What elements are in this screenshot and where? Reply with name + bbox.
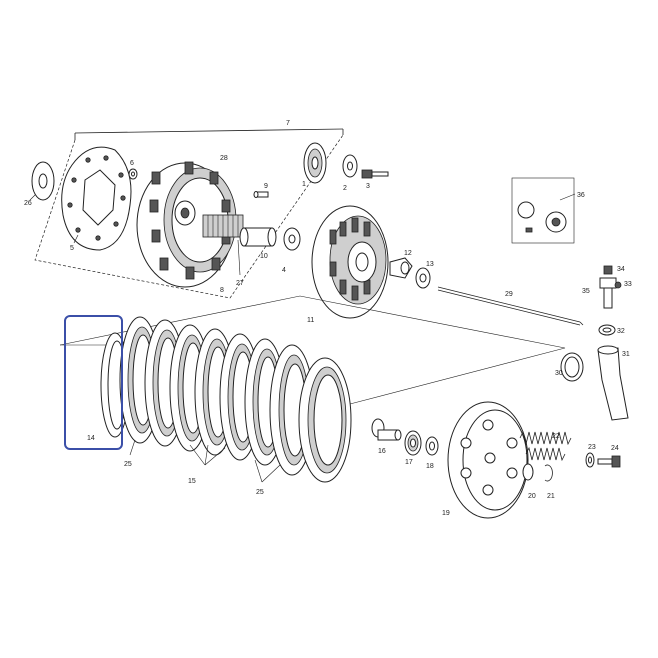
part-12-cap[interactable] <box>389 257 413 279</box>
part-17-bearing[interactable] <box>404 430 422 456</box>
label-36: 36 <box>577 192 585 199</box>
part-21-circlip[interactable] <box>544 464 553 482</box>
part-36-seal-kit[interactable] <box>511 177 576 244</box>
label-13: 13 <box>426 261 434 268</box>
label-25-left: 25 <box>124 461 132 468</box>
label-24: 24 <box>611 445 619 452</box>
label-28: 28 <box>220 155 228 162</box>
plate-stack-outline <box>59 295 566 405</box>
label-11: 11 <box>307 317 314 324</box>
label-7: 7 <box>286 120 290 127</box>
label-25-right: 25 <box>256 489 264 496</box>
part-10-bushing[interactable] <box>239 227 277 247</box>
label-19: 19 <box>442 510 450 517</box>
label-17: 17 <box>405 459 413 466</box>
part-number-labels: 7 26 5 6 28 9 10 4 27 8 1 2 3 11 12 13 2… <box>24 120 632 517</box>
part-30-seal[interactable] <box>560 352 584 382</box>
part-24-bolt[interactable] <box>597 455 621 468</box>
label-27: 27 <box>236 280 244 287</box>
label-33: 33 <box>624 281 632 288</box>
part-9-pin[interactable] <box>253 191 269 198</box>
part-18-washer[interactable] <box>425 436 439 456</box>
part-20-circlip[interactable] <box>522 463 534 481</box>
label-26: 26 <box>24 200 32 207</box>
part-2-washer[interactable] <box>342 154 358 178</box>
part-29-push-rod[interactable] <box>437 286 584 326</box>
part-31-release-lever[interactable] <box>597 345 629 421</box>
label-29: 29 <box>505 291 513 298</box>
label-6: 6 <box>130 160 134 167</box>
label-20: 20 <box>528 493 536 500</box>
label-10: 10 <box>260 253 268 260</box>
part-3-bolt[interactable] <box>361 169 389 179</box>
label-22: 22 <box>552 433 560 440</box>
plate-leader-lines <box>129 439 281 483</box>
part-35-release-assembly[interactable] <box>599 265 622 309</box>
label-30: 30 <box>555 370 563 377</box>
label-4: 4 <box>282 267 286 274</box>
part-13-washer[interactable] <box>415 267 431 289</box>
label-18: 18 <box>426 463 434 470</box>
label-12: 12 <box>404 250 412 257</box>
part-32-o-ring[interactable] <box>598 324 616 336</box>
label-15: 15 <box>188 478 196 485</box>
label-2: 2 <box>343 185 347 192</box>
part-28-clutch-basket[interactable] <box>136 161 237 288</box>
part-23-washer[interactable] <box>585 452 595 468</box>
label-32: 32 <box>617 328 625 335</box>
label-5: 5 <box>70 245 74 252</box>
label-31: 31 <box>622 351 630 358</box>
part-26-washer[interactable] <box>29 161 55 201</box>
label-1: 1 <box>302 181 306 188</box>
part-6-fastener[interactable] <box>128 168 138 180</box>
part-4-washer[interactable] <box>283 227 301 251</box>
label-3: 3 <box>366 183 370 190</box>
part-5-plate[interactable] <box>61 146 132 251</box>
label-14: 14 <box>87 435 95 442</box>
part-16-bolt[interactable] <box>371 418 402 441</box>
label-34: 34 <box>617 266 625 273</box>
part-19-pressure-plate[interactable] <box>447 401 529 519</box>
upper-assembly-group <box>34 128 344 299</box>
selection-highlight-box <box>64 315 123 450</box>
part-27-needle-bearing[interactable] <box>202 214 244 276</box>
clutch-plates-stack[interactable] <box>119 316 352 483</box>
label-9: 9 <box>264 183 268 190</box>
label-8: 8 <box>220 287 224 294</box>
label-35: 35 <box>582 288 590 295</box>
label-21: 21 <box>547 493 555 500</box>
label-16: 16 <box>378 448 386 455</box>
part-1-gear[interactable] <box>303 142 327 184</box>
part-11-clutch-hub[interactable] <box>311 205 389 319</box>
part-22-spring[interactable] <box>519 430 572 462</box>
label-23: 23 <box>588 444 596 451</box>
